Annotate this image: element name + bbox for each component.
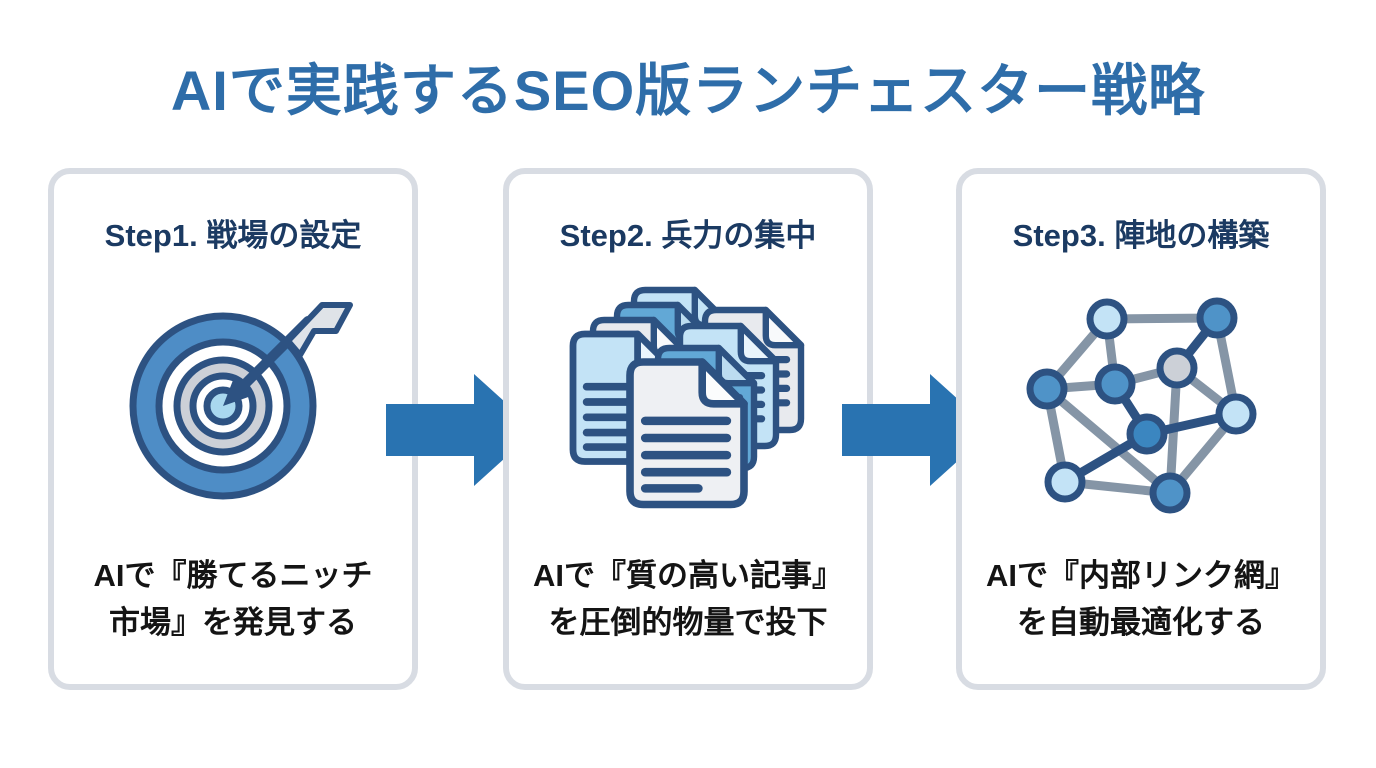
step1-desc-line2: 市場』を発見する bbox=[109, 605, 357, 640]
step-card-1: Step1. 戦場の設定 AIで『勝てるニッチ 市場』を発見する bbox=[48, 168, 418, 690]
step1-title: Step1. 戦場の設定 bbox=[104, 218, 362, 253]
step1-desc-line1: AIで『勝てるニッチ bbox=[93, 558, 373, 593]
step-card-3: Step3. 陣地の構築 bbox=[956, 168, 1326, 690]
step2-desc-line2: を圧倒的物量で投下 bbox=[548, 605, 828, 640]
step3-description: AIで『内部リンク網』 を自動最適化する bbox=[962, 552, 1320, 646]
step2-title: Step2. 兵力の集中 bbox=[559, 218, 817, 253]
arrow-right-icon bbox=[842, 374, 992, 486]
page-title: AIで実践するSEO版ランチェスター戦略 bbox=[170, 59, 1206, 122]
step2-description: AIで『質の高い記事』 を圧倒的物量で投下 bbox=[509, 552, 867, 646]
arrow-right-icon bbox=[386, 374, 536, 486]
network-icon bbox=[956, 274, 1326, 529]
step1-description: AIで『勝てるニッチ 市場』を発見する bbox=[54, 552, 412, 646]
step2-desc-line1: AIで『質の高い記事』 bbox=[533, 558, 843, 593]
step-card-2: Step2. 兵力の集中 bbox=[503, 168, 873, 690]
step3-desc-line1: AIで『内部リンク網』 bbox=[986, 558, 1296, 593]
step3-title: Step3. 陣地の構築 bbox=[1012, 218, 1270, 253]
documents-icon bbox=[503, 274, 873, 529]
step3-desc-line2: を自動最適化する bbox=[1017, 605, 1265, 640]
target-icon bbox=[48, 274, 418, 529]
